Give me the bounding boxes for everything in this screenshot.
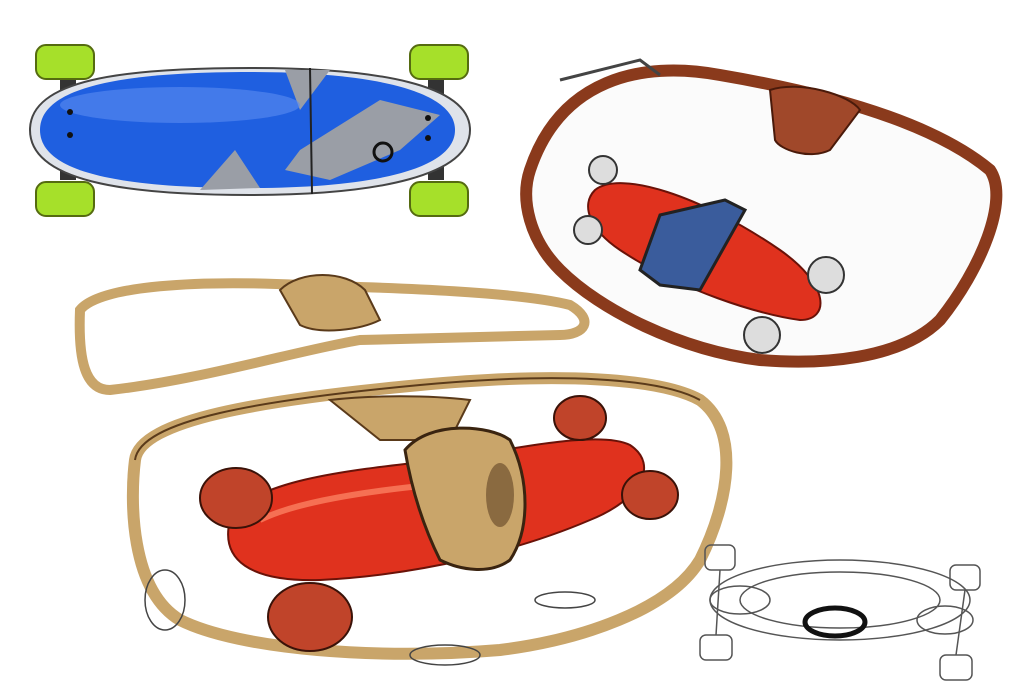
red-board-small	[573, 155, 845, 354]
blue-skateboard-sketch	[28, 44, 472, 217]
green-wheels	[35, 44, 469, 217]
red-board-large	[199, 395, 679, 652]
tan-frame-sketch	[74, 274, 733, 666]
pencil-sketch	[699, 544, 981, 681]
brown-frame-sketch	[520, 58, 1003, 368]
